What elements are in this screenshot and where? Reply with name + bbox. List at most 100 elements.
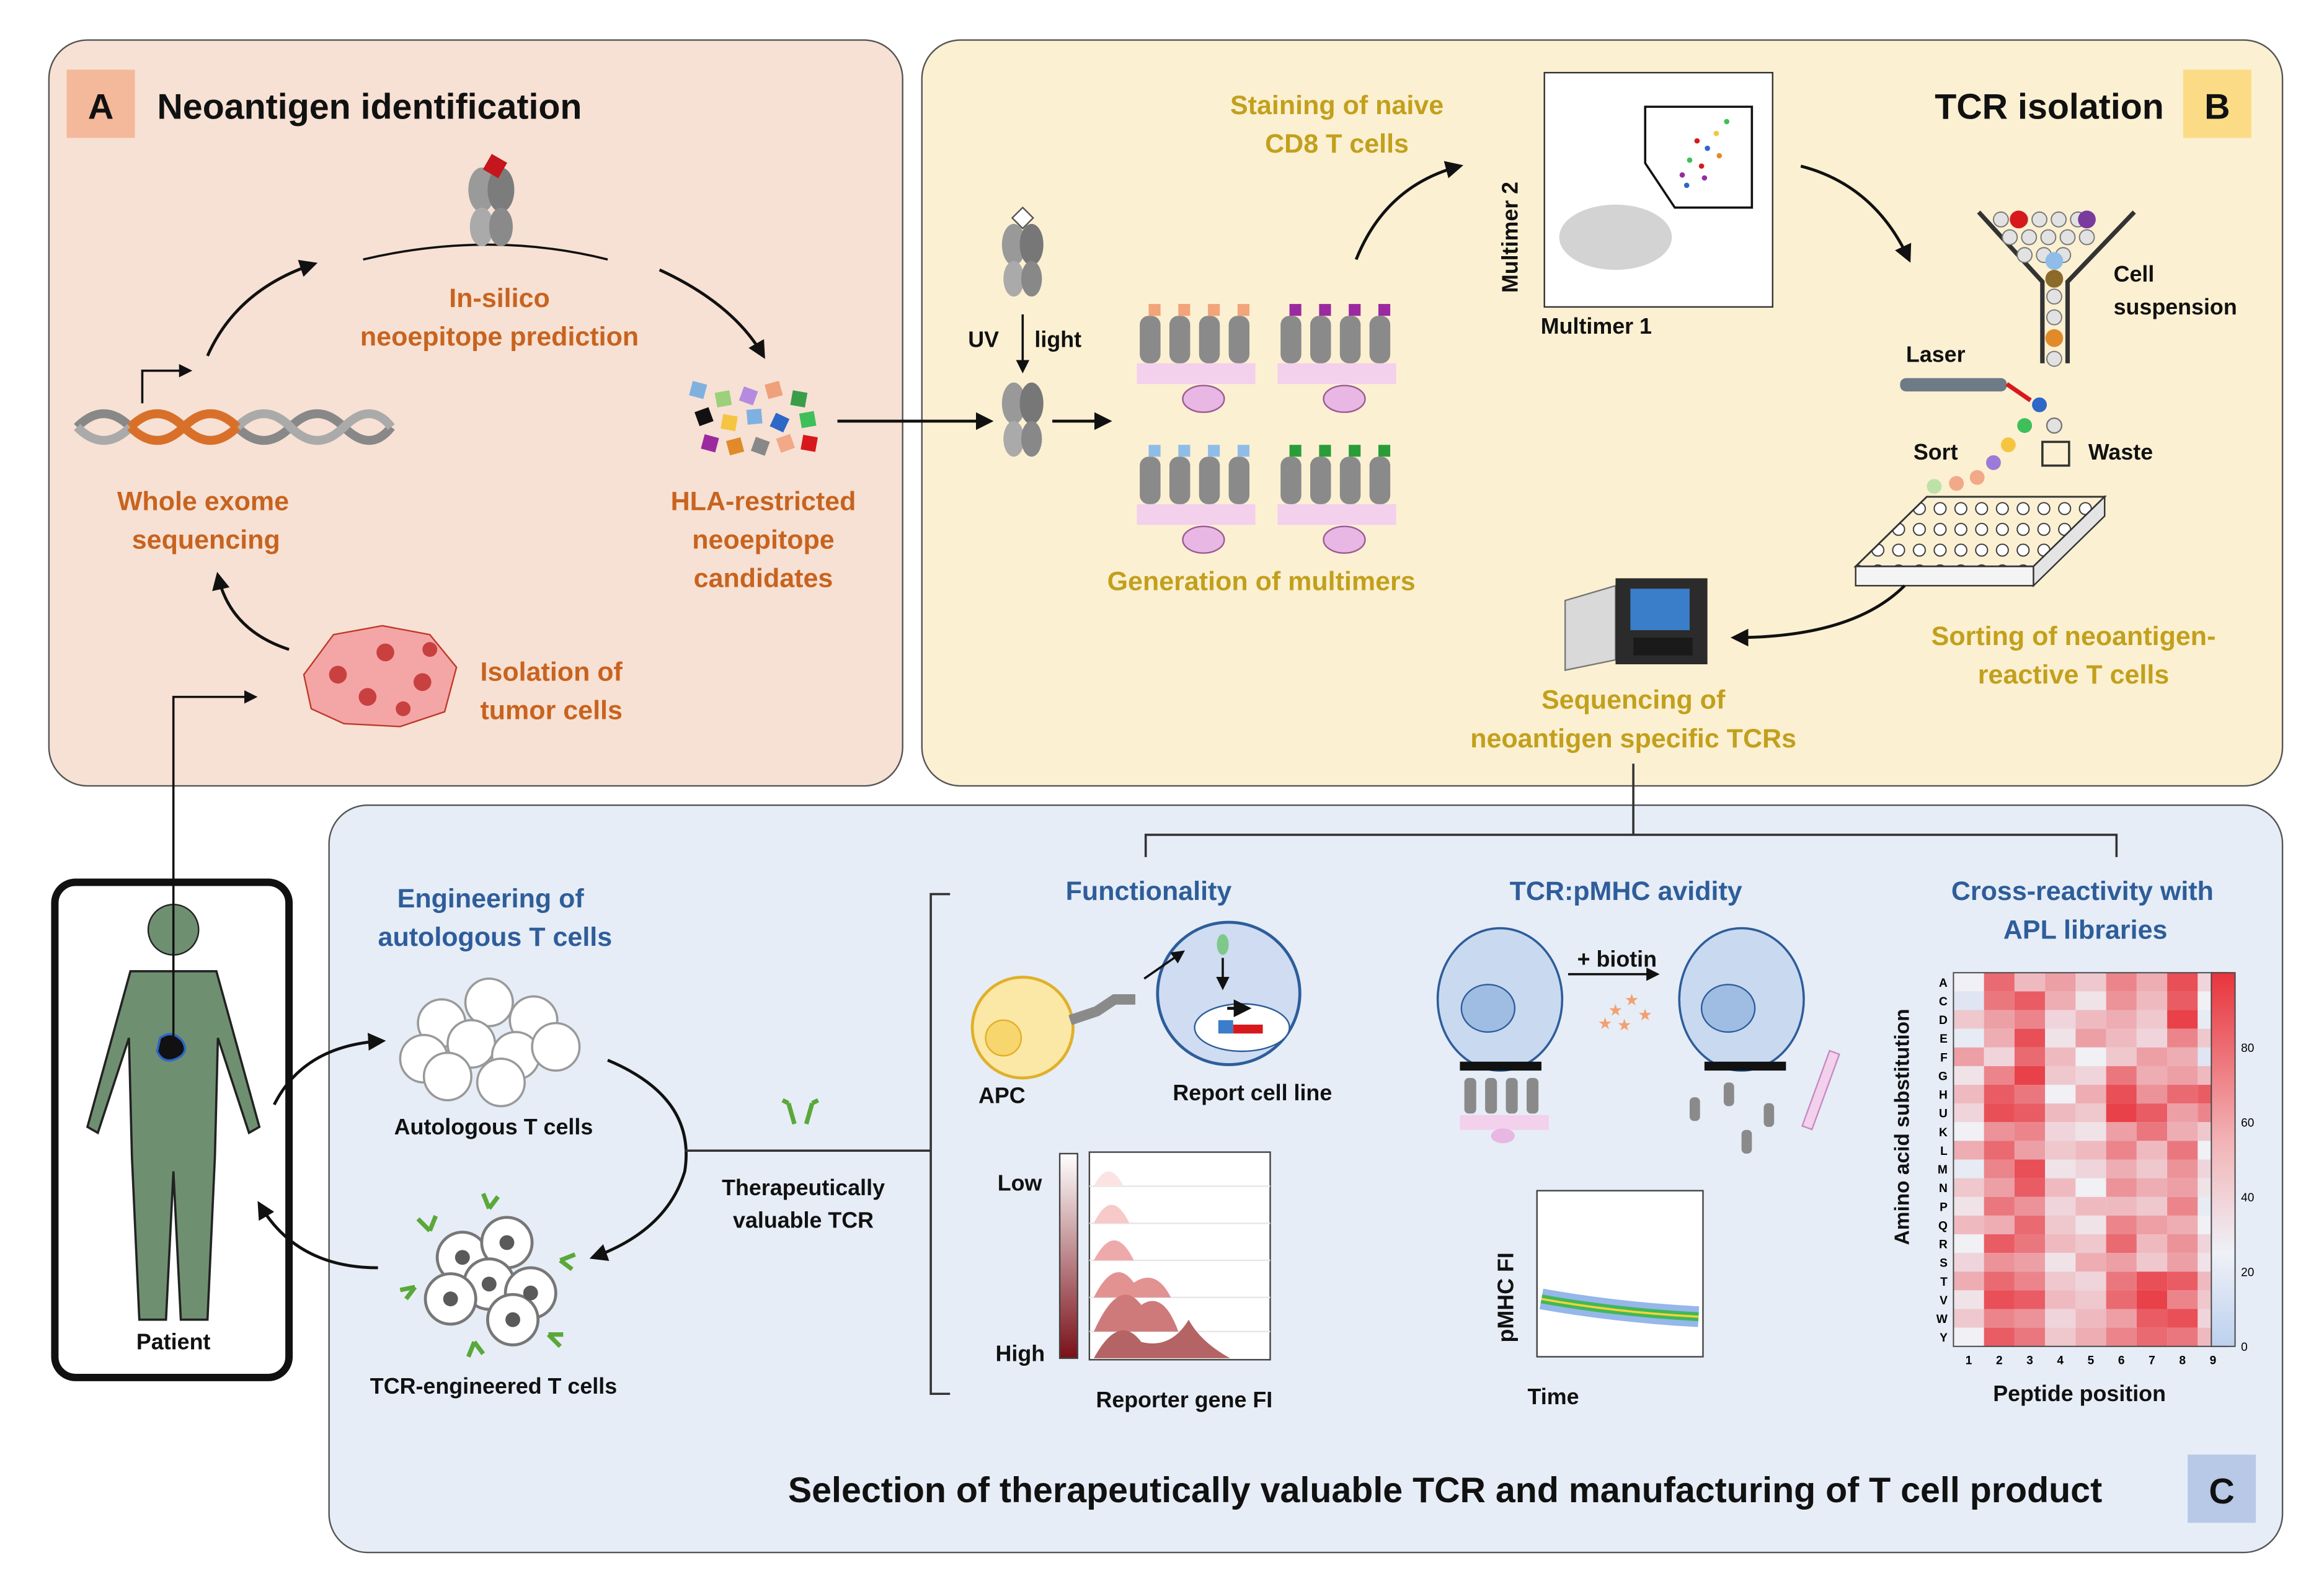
svg-text:★: ★ bbox=[1598, 1014, 1613, 1033]
heatmap-cell bbox=[2106, 1215, 2137, 1235]
heatmap-cell bbox=[2136, 1122, 2168, 1141]
heatmap-cell bbox=[2045, 1103, 2076, 1123]
arrow-tumor-to-wes bbox=[212, 571, 290, 651]
heatmap-row-label: P bbox=[1940, 1201, 1948, 1214]
pmhc-fi-label: pMHC FI bbox=[1494, 1252, 1519, 1342]
tcr-engineered-label: TCR-engineered T cells bbox=[370, 1374, 617, 1399]
heatmap-cell bbox=[1953, 1085, 1984, 1104]
heatmap-cell bbox=[2014, 1215, 2046, 1235]
heatmap-cell bbox=[2167, 1066, 2198, 1085]
heatmap-cell bbox=[2136, 1028, 2168, 1048]
heatmap-cell bbox=[2167, 1309, 2198, 1328]
wes-label-1: Whole exome bbox=[117, 486, 289, 516]
tcr-engineered-cells-icon bbox=[399, 1193, 576, 1358]
cross-title-1: Cross-reactivity with bbox=[1951, 876, 2214, 906]
heatmap-col-label: 1 bbox=[1966, 1354, 1972, 1367]
heatmap-row-label: L bbox=[1940, 1145, 1948, 1158]
ridge-plot bbox=[1058, 1151, 1271, 1361]
heatmap-row-label: Y bbox=[1940, 1332, 1948, 1345]
heatmap-col-label: 7 bbox=[2149, 1354, 2155, 1367]
heatmap-cell bbox=[2167, 1215, 2198, 1235]
heatmap-cell bbox=[1984, 1215, 2015, 1235]
heatmap-cell bbox=[2014, 1327, 2046, 1347]
dissociation-plot bbox=[1536, 1190, 1704, 1358]
heatmap-cell bbox=[2075, 1234, 2106, 1253]
heatmap-cell bbox=[2136, 1253, 2168, 1272]
heatmap-cell bbox=[2167, 1141, 2198, 1160]
heatmap-cell bbox=[2075, 1178, 2106, 1197]
wes-label-2: sequencing bbox=[132, 525, 280, 555]
cell-sorter-icon bbox=[1900, 210, 2136, 494]
heatmap-cell bbox=[2167, 1178, 2198, 1197]
heatmap-cell bbox=[2106, 1271, 2137, 1291]
heatmap-row-label: D bbox=[1939, 1014, 1948, 1027]
colorbar-tick-label: 60 bbox=[2241, 1116, 2254, 1129]
heatmap-cell bbox=[2136, 1234, 2168, 1253]
heatmap-cell bbox=[2014, 1028, 2046, 1048]
heatmap-cell bbox=[2045, 1253, 2076, 1272]
apc-label: APC bbox=[978, 1084, 1026, 1108]
bracket-connector bbox=[1144, 764, 2118, 857]
apc-cell-icon bbox=[970, 976, 1135, 1080]
heatmap-cell bbox=[2106, 1066, 2137, 1085]
heatmap-cell bbox=[2045, 1066, 2076, 1085]
heatmap-cell bbox=[2136, 1309, 2168, 1328]
heatmap-cell bbox=[1953, 1234, 1984, 1253]
heatmap-col-label: 2 bbox=[1996, 1354, 2003, 1367]
panel-a: A Neoantigen identification Whole exome … bbox=[48, 39, 903, 787]
report-cell-label: Report cell line bbox=[1173, 1080, 1332, 1105]
heatmap-row-label: E bbox=[1940, 1033, 1948, 1046]
heatmap-cell bbox=[2106, 1103, 2137, 1123]
heatmap-cell bbox=[2045, 991, 2076, 1010]
heatmap-cell bbox=[1984, 1327, 2015, 1347]
functionality-title: Functionality bbox=[1066, 876, 1232, 906]
hla-label-2: neoepitope bbox=[692, 525, 834, 555]
heatmap-cell bbox=[1953, 1215, 1984, 1235]
well-plate-icon bbox=[1853, 495, 2107, 588]
heatmap-row-label: Q bbox=[1938, 1219, 1948, 1232]
heatmap-cell bbox=[2014, 1047, 2046, 1066]
cross-title-2: APL libraries bbox=[2003, 915, 2168, 945]
heatmap-cell bbox=[1953, 1327, 1984, 1347]
panel-a-background bbox=[48, 39, 903, 787]
heatmap-cell bbox=[2045, 1122, 2076, 1141]
heatmap-cell bbox=[2106, 1047, 2137, 1066]
heatmap-cell bbox=[1953, 1159, 1984, 1178]
heatmap-col-label: 3 bbox=[2026, 1354, 2033, 1367]
heatmap-cell bbox=[2075, 991, 2106, 1010]
heatmap-cell bbox=[2075, 1196, 2106, 1216]
heatmap-cell bbox=[1984, 1253, 2015, 1272]
panel-a-title: Neoantigen identification bbox=[157, 87, 582, 127]
heatmap-cell bbox=[2136, 1327, 2168, 1347]
heatmap-cell bbox=[2014, 1309, 2046, 1328]
heatmap-cell bbox=[2014, 1085, 2046, 1104]
heatmap-cell bbox=[1953, 1047, 1984, 1066]
heatmap-cell bbox=[2045, 1196, 2076, 1216]
low-label: Low bbox=[998, 1171, 1042, 1196]
heatmap-cell bbox=[2045, 973, 2076, 992]
heatmap-cell bbox=[2167, 1122, 2198, 1141]
heatmap-cell bbox=[2045, 1309, 2076, 1328]
heatmap-cell bbox=[2014, 1290, 2046, 1309]
patient-label: Patient bbox=[136, 1330, 211, 1355]
heatmap-cell bbox=[2106, 1122, 2137, 1141]
arrow-multimers-to-staining bbox=[1354, 161, 1464, 260]
svg-text:★: ★ bbox=[1638, 1005, 1652, 1024]
heatmap-row-label: A bbox=[1939, 977, 1948, 990]
heatmap-cell bbox=[2136, 1103, 2168, 1123]
dna-helix-icon bbox=[74, 363, 395, 445]
heatmap-cell bbox=[2106, 1327, 2137, 1347]
light-label: light bbox=[1034, 327, 1081, 352]
heatmap-cell bbox=[2167, 1010, 2198, 1029]
time-label: Time bbox=[1528, 1384, 1579, 1409]
multimers-icon bbox=[1137, 304, 1396, 554]
heatmap-cell bbox=[1984, 1271, 2015, 1291]
heatmap-row-label: W bbox=[1936, 1313, 1948, 1326]
heatmap-cell bbox=[2167, 973, 2198, 992]
heatmap-cell bbox=[1984, 1234, 2015, 1253]
heatmap-cell bbox=[2106, 973, 2137, 992]
heatmap-cell bbox=[2106, 1028, 2137, 1048]
sort-label: Sort bbox=[1914, 440, 1958, 465]
heatmap-cell bbox=[1953, 1196, 1984, 1216]
heatmap-cell bbox=[1984, 1085, 2015, 1104]
